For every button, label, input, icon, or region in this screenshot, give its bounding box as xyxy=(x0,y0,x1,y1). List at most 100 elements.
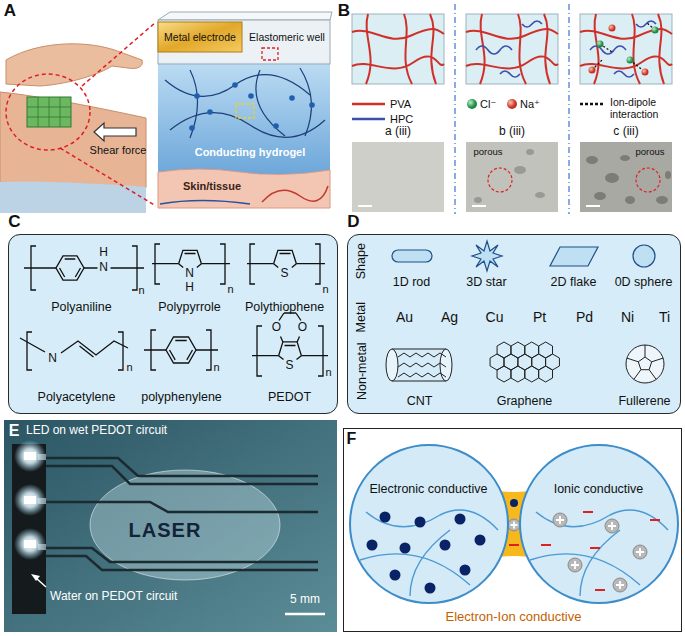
arm-photo xyxy=(0,182,146,213)
circuit-photo xyxy=(4,420,337,632)
metal-symbol: Ti xyxy=(659,309,670,325)
pva-network xyxy=(580,14,672,84)
panel-fill xyxy=(8,234,338,414)
chemical-structure xyxy=(27,332,123,370)
legend-label: Ion-dipole interaction xyxy=(610,96,672,120)
panel-divider xyxy=(454,4,455,214)
panel-letter: E xyxy=(9,422,20,440)
conductive-circle: Electronic conductive xyxy=(349,444,509,604)
row-heading: Metal xyxy=(354,302,368,333)
force-label: Shear force xyxy=(90,144,147,157)
panel-box: CHNnPolyanilineNHnPolypyrroleSnPolythiop… xyxy=(8,234,338,414)
chemical-structure xyxy=(279,342,302,356)
sub-label: c (iii) xyxy=(613,125,638,139)
circuit-photo xyxy=(46,556,318,570)
network-square xyxy=(352,14,672,84)
circle-title: Ionic conductive xyxy=(554,482,644,496)
pva-network xyxy=(404,14,412,84)
fullerene xyxy=(638,357,651,370)
circuit-photo xyxy=(46,502,318,512)
material-name: Fullerene xyxy=(618,394,670,408)
conductive-schematic xyxy=(415,517,426,528)
callout-leader xyxy=(60,148,156,206)
repeat-index: n xyxy=(138,284,144,297)
sem-photo xyxy=(474,149,545,203)
hydrogel-layer xyxy=(289,95,295,101)
sem-photo xyxy=(358,205,600,207)
metal-symbol: Ni xyxy=(621,309,634,325)
graphene-lattice xyxy=(539,366,553,382)
bridge-caption: Electron-Ion conductive xyxy=(446,610,582,625)
pva-network xyxy=(366,14,371,84)
repeat-index: n xyxy=(213,361,219,374)
conductive-schematic xyxy=(520,445,678,603)
conductive-schematic xyxy=(455,514,466,525)
chemical-structure xyxy=(60,259,81,277)
conductive-schematic xyxy=(380,512,391,523)
conductive-circle: Ionic conductive xyxy=(519,444,679,604)
shape-name: 2D flake xyxy=(551,275,597,289)
hydrogel-layer xyxy=(236,104,254,118)
chemical-structure xyxy=(170,341,193,360)
chemical-structure xyxy=(151,330,211,370)
chemical-structure xyxy=(279,313,301,342)
metal-symbol: Ag xyxy=(441,309,458,325)
pore-label: porous xyxy=(635,147,664,158)
circuit-photo xyxy=(24,452,36,548)
sub-label: b (iii) xyxy=(499,125,525,139)
skin-layer xyxy=(262,186,328,202)
chemical-structure xyxy=(20,244,328,376)
elastomeric-well xyxy=(262,48,278,60)
chemical-structure xyxy=(279,346,302,360)
hydrogel-layer xyxy=(300,68,311,136)
metal-symbol: Cu xyxy=(486,309,504,325)
chemical-structure xyxy=(252,355,328,356)
legend-sample xyxy=(352,103,385,106)
carbon-nanotube xyxy=(398,353,446,377)
sem-photo xyxy=(535,192,545,198)
conductive-schematic xyxy=(475,535,486,546)
hydrogel-layer xyxy=(232,82,238,88)
carbon-nanotube xyxy=(386,349,398,381)
conductive-schematic xyxy=(509,512,660,590)
sem-photo xyxy=(625,196,635,204)
conductive-schematic xyxy=(536,510,668,530)
chemical-structure xyxy=(24,267,144,268)
circuit-photo xyxy=(31,574,40,581)
elastomeric-well xyxy=(158,12,332,20)
sem-photo xyxy=(358,205,372,207)
circuit-photo xyxy=(90,470,280,580)
arm-photo xyxy=(6,44,142,86)
conductive-schematic xyxy=(511,516,645,589)
elastomeric-well xyxy=(158,12,332,64)
circuit-photo xyxy=(4,420,337,632)
part-label: Conducting hydrogel xyxy=(195,146,306,159)
panel-divider xyxy=(568,4,569,214)
sem-photo xyxy=(656,196,668,204)
repeat-index: n xyxy=(227,283,233,296)
sem-photo xyxy=(488,168,512,192)
polymer-name: Polythiophene xyxy=(245,300,324,314)
panel-letter: B xyxy=(338,1,350,21)
chemical-structure xyxy=(166,337,196,363)
circuit-photo xyxy=(14,528,46,560)
hydrogel-layer xyxy=(256,70,285,136)
chemical-structure xyxy=(257,326,323,376)
network-square xyxy=(580,14,672,84)
circuit-photo xyxy=(24,540,36,548)
conductive-schematic xyxy=(400,543,411,554)
repeat-index: n xyxy=(322,283,328,296)
sem-photo xyxy=(586,205,600,207)
fullerene xyxy=(626,345,664,383)
polymer-name: Polyaniline xyxy=(51,300,111,314)
chemical-structure xyxy=(31,246,137,290)
graphene-lattice xyxy=(490,342,559,382)
ion-sphere xyxy=(597,41,604,48)
sem-photo xyxy=(665,171,671,179)
conductive-schematic xyxy=(360,510,668,596)
skin-layer xyxy=(158,169,330,208)
part-label: Elastomeric well xyxy=(249,31,325,43)
hpc-chain xyxy=(522,21,542,27)
hydrogel-layer xyxy=(158,62,330,174)
